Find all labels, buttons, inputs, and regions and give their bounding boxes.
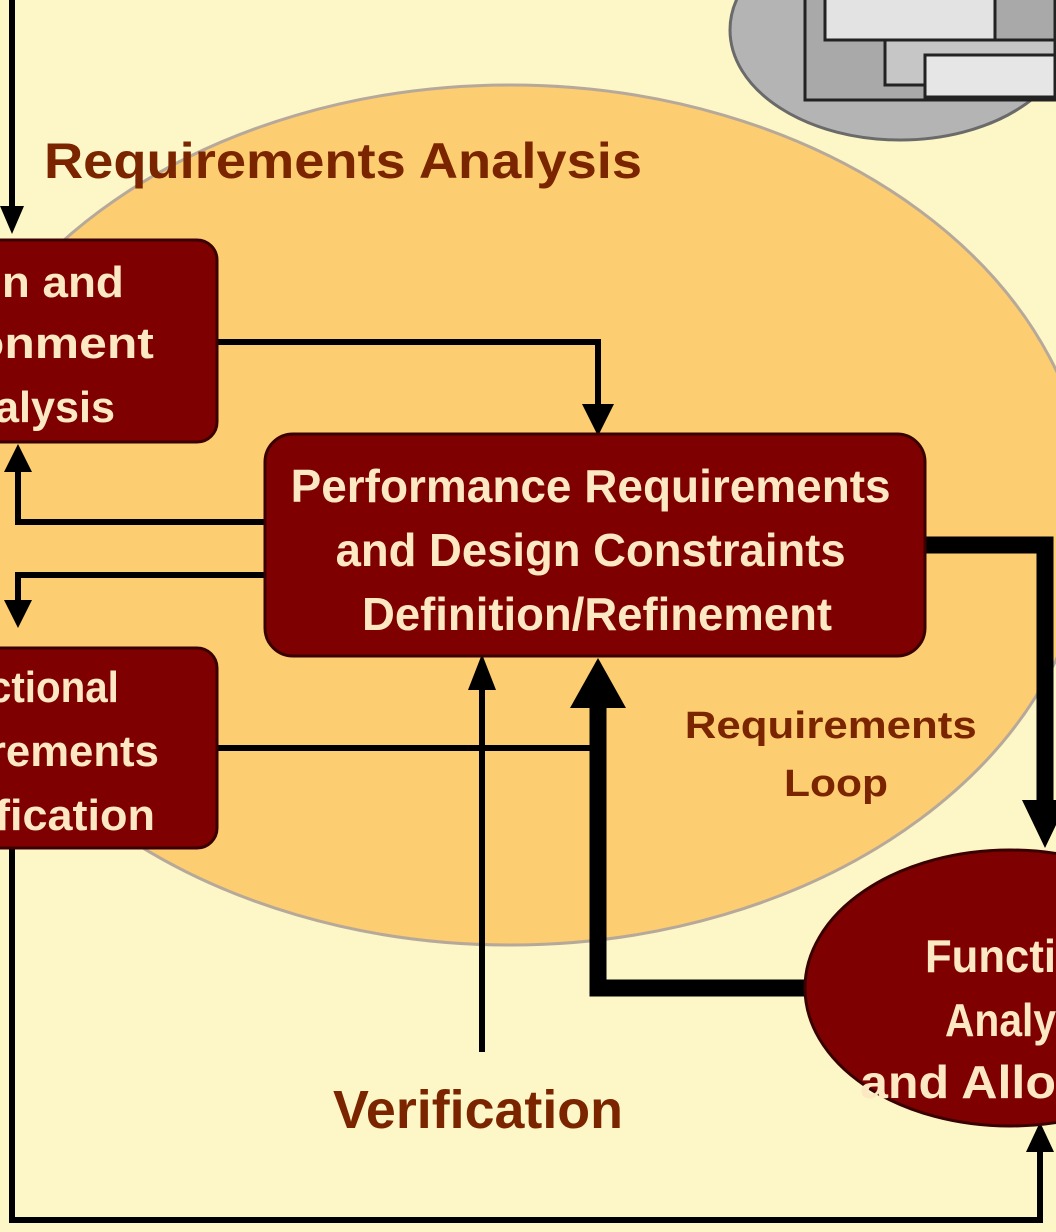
svg-text:Performance Requirements: Performance Requirements and Design Cons… xyxy=(291,460,904,640)
thin-arrowheads xyxy=(0,206,1054,1152)
thick-loop-lines xyxy=(589,536,1054,997)
mission-box-line-3: alysis xyxy=(0,383,115,432)
functional-box-line-2: rements xyxy=(0,727,159,776)
mission-environment-analysis-box: on and onment alysis xyxy=(0,238,219,444)
functional-analysis-line-3: and Allo xyxy=(860,1056,1056,1108)
verification-label: Verification xyxy=(333,1080,623,1140)
svg-text:on and onment alys: on and onment alysis xyxy=(0,258,166,432)
functional-analysis-line-1: Functi xyxy=(925,930,1056,982)
arrowhead-verification-up xyxy=(468,654,496,690)
arrowhead-into-functional-analysis xyxy=(1022,800,1056,848)
performance-box-line-1: Performance Requirements xyxy=(291,460,891,512)
performance-to-functional-analysis-line xyxy=(920,536,1054,810)
requirements-loop-label: Requirements Loop xyxy=(685,705,988,805)
functional-requirements-box: ctional rements fication xyxy=(0,646,219,850)
performance-to-mission-line xyxy=(15,470,265,525)
arrowhead-up-into-performance xyxy=(570,658,626,708)
performance-box-line-2: and Design Constraints xyxy=(336,524,846,576)
svg-text:Functi Analy and A: Functi Analy and Allo xyxy=(860,930,1056,1108)
bottom-feedback-line xyxy=(9,845,1043,1223)
functional-analysis-line-2: Analy xyxy=(945,994,1056,1046)
arrowhead-into-functional xyxy=(4,600,32,628)
performance-requirements-box: Performance Requirements and Design Cons… xyxy=(263,432,927,658)
svg-text:ctional rements fi: ctional rements fication xyxy=(0,663,171,840)
requirements-analysis-title: Requirements Analysis xyxy=(44,133,642,189)
functional-box-line-3: fication xyxy=(0,791,155,840)
thick-arrowheads xyxy=(570,658,1056,848)
functional-analysis-ellipse: Functi Analy and Allo xyxy=(803,848,1056,1128)
performance-to-functional-line xyxy=(15,572,265,605)
arrowhead-into-mission xyxy=(0,206,24,234)
requirements-loop-line-2: Loop xyxy=(784,763,888,805)
arrowhead-into-performance xyxy=(582,404,614,436)
functional-box-line-1: ctional xyxy=(0,663,119,712)
mission-box-line-1: on and xyxy=(0,258,124,307)
arrowhead-bottom-up xyxy=(1026,1122,1054,1152)
thin-connectors xyxy=(9,0,1043,1223)
system-design-icon xyxy=(728,0,1056,142)
functional-analysis-to-performance-line xyxy=(589,700,820,997)
mission-box-line-2: onment xyxy=(0,319,154,368)
requirements-loop-line-1: Requirements xyxy=(685,705,977,747)
performance-box-line-3: Definition/Refinement xyxy=(362,588,832,640)
mission-to-performance-line xyxy=(215,339,601,410)
arrowhead-up-into-mission xyxy=(4,444,32,472)
